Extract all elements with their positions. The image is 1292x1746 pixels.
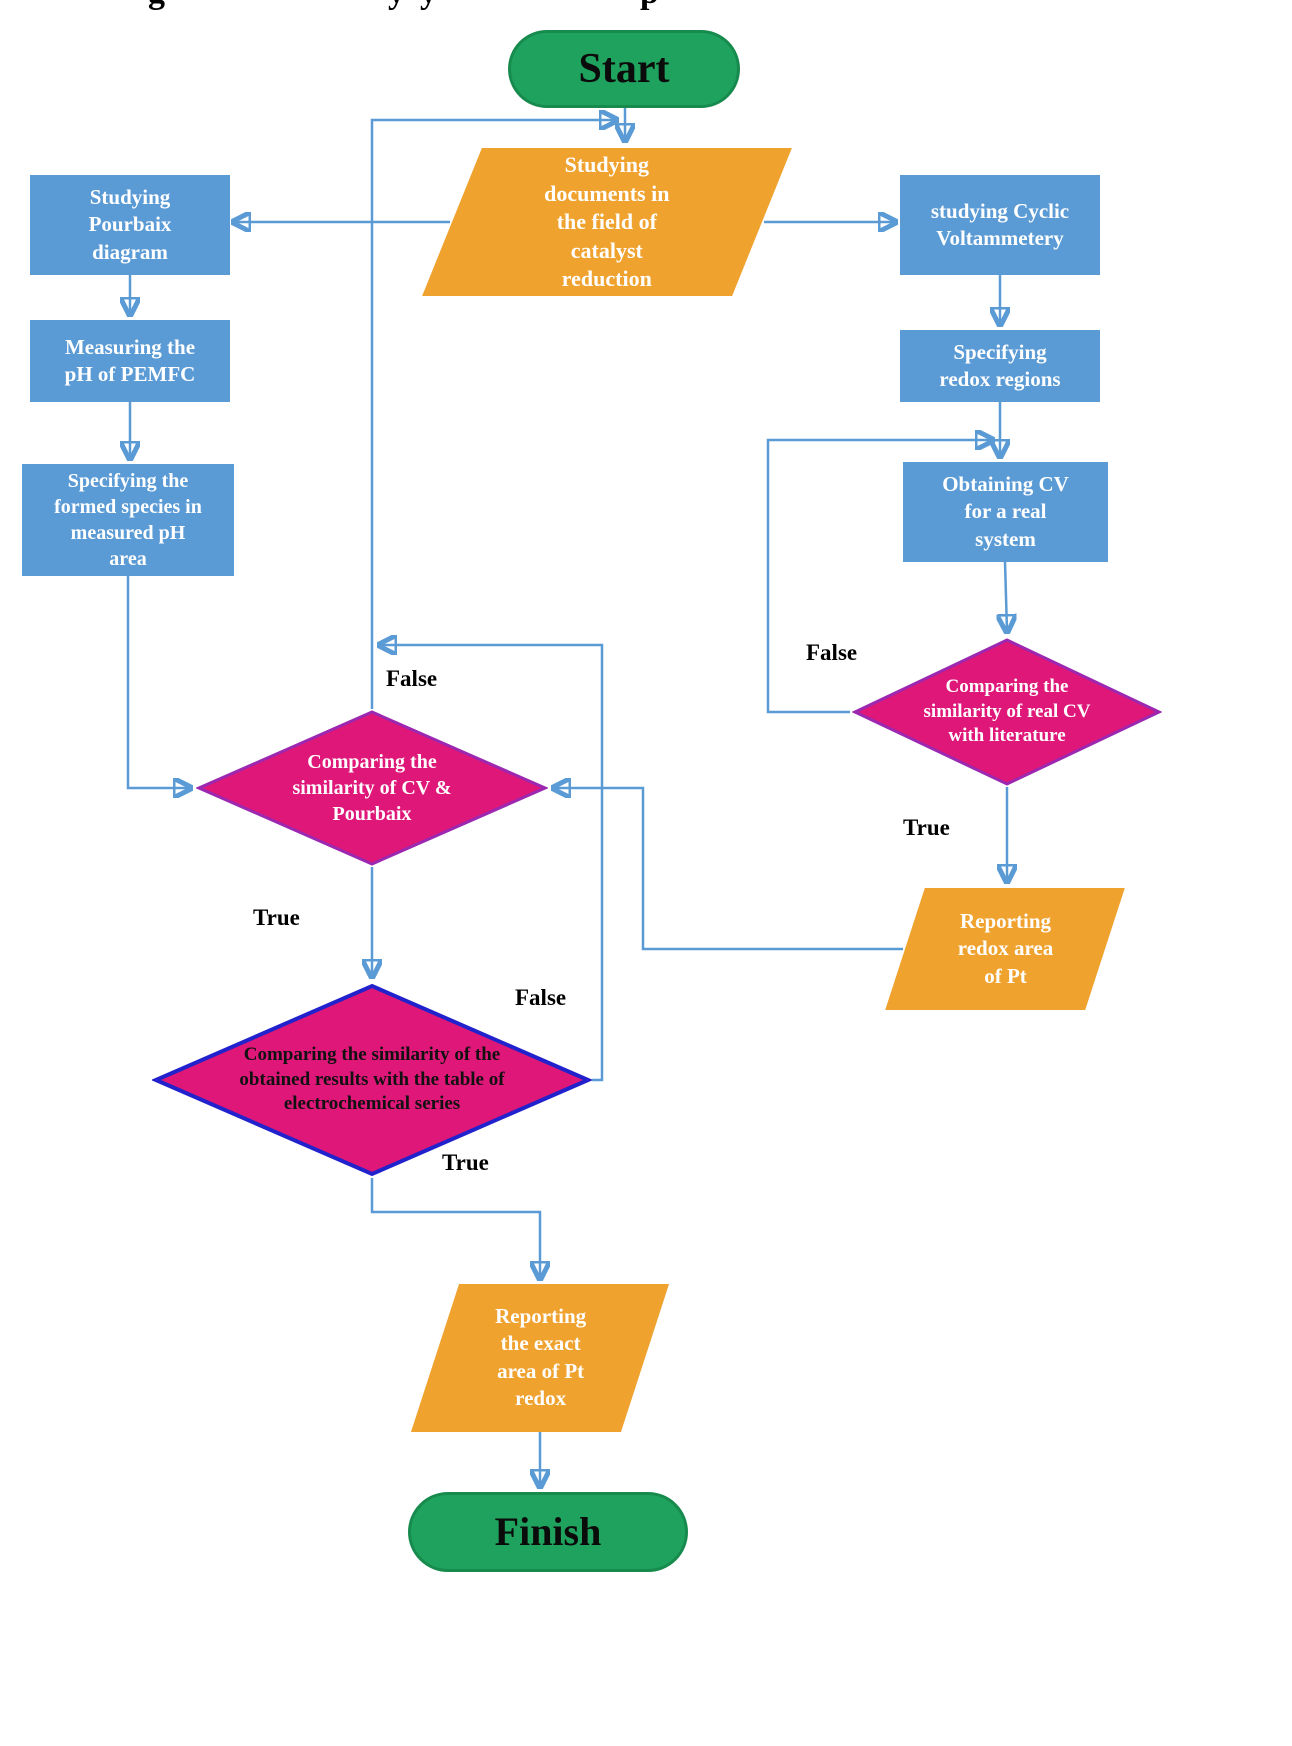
process-studying-pourbaix-label: Studying Pourbaix diagram [88,185,172,264]
decision-comparing-cv-pourbaix: Comparing the similarity of CV & Pourbai… [196,709,548,867]
process-specifying-species-label: Specifying the formed species in measure… [54,470,202,570]
decision-comparing-real-cv: Comparing the similarity of real CV with… [852,637,1162,787]
connector-reporting-to-cvpourbaix [554,788,903,951]
connector-results-false-loop [380,645,604,1082]
decision-comparing-results-label: Comparing the similarity of the obtained… [239,1043,505,1115]
decision-comparing-cv-pourbaix-label: Comparing the similarity of CV & Pourbai… [292,751,452,825]
branch-label-results-true: True [442,1150,489,1175]
process-obtaining-cv-label: Obtaining CV for a real system [942,472,1069,551]
process-measuring-ph: Measuring the pH of PEMFC [30,320,230,402]
connector-obtaining-to-realcv [1005,561,1007,631]
branch-label-realcv-true: True [903,815,950,840]
diamond-shape [852,638,1162,786]
process-obtaining-cv: Obtaining CV for a real system [903,462,1108,562]
process-studying-pourbaix: Studying Pourbaix diagram [30,175,230,275]
connector-realcv-false-loop [766,440,992,714]
diamond-shape [152,983,592,1177]
caption-fragment: p [640,0,659,12]
branch-label-realcv-false: False [806,640,858,665]
process-specifying-species: Specifying the formed species in measure… [22,464,234,576]
branch-label-cvpourbaix-false: False [386,666,438,691]
cropped-caption: g y y p [0,0,1292,14]
terminator-start: Start [508,30,740,108]
connector-results-true-to-exact [370,1178,540,1278]
process-studying-cyclic: studying Cyclic Voltammetery [900,175,1100,275]
io-studying-documents-label: Studying documents in the field of catal… [544,151,670,291]
terminator-finish: Finish [408,1492,688,1572]
io-reporting-redox-area: Reporting redox area of Pt [885,888,1125,1010]
caption-fragment: g [148,0,165,12]
caption-fragment: y [388,0,405,12]
process-specifying-redox: Specifying redox regions [900,330,1100,402]
connector-species-to-cvpourbaix [126,576,190,788]
terminator-finish-label: Finish [494,1509,602,1554]
process-specifying-redox-label: Specifying redox regions [939,339,1061,391]
io-reporting-exact-area-label: Reporting the exact area of Pt redox [494,1304,586,1411]
terminator-start-label: Start [578,45,670,92]
decision-comparing-results: Comparing the similarity of the obtained… [152,982,592,1178]
decision-comparing-real-cv-label: Comparing the similarity of real CV with… [923,675,1091,747]
branch-label-cvpourbaix-true: True [253,905,300,930]
process-studying-cyclic-label: studying Cyclic Voltammetery [930,198,1070,250]
branch-label-results-false: False [515,985,567,1010]
connector-cvpourbaix-false-loop [370,120,616,709]
process-measuring-ph-label: Measuring the pH of PEMFC [64,334,196,386]
caption-fragment: y [420,0,437,12]
io-studying-documents: Studying documents in the field of catal… [422,148,792,296]
io-reporting-redox-area-label: Reporting redox area of Pt [957,909,1053,988]
diamond-shape [196,710,548,866]
